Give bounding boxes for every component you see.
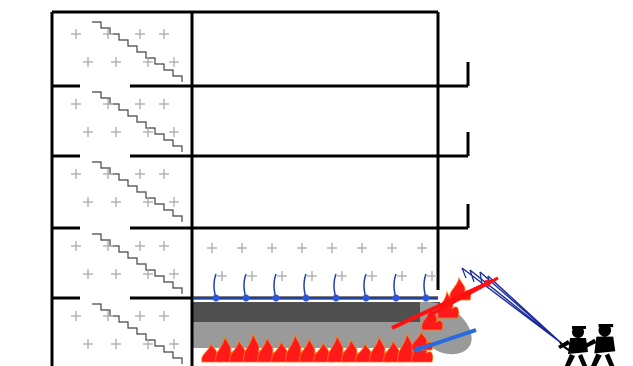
sprinkler-drop (303, 273, 307, 299)
plus-mark (71, 29, 81, 39)
plus-mark (103, 311, 113, 321)
sprinkler-drop (363, 273, 367, 299)
sprinkler-system (193, 273, 438, 302)
plus-mark (159, 169, 169, 179)
plus-mark (397, 271, 407, 281)
plus-mark (103, 241, 113, 251)
plus-mark (111, 269, 121, 279)
plus-mark (237, 243, 247, 253)
plus-mark (111, 127, 121, 137)
stair-flight (92, 91, 183, 152)
sprinkler-head-icon (422, 294, 430, 302)
sprinkler-head-icon (392, 294, 400, 302)
plus-mark (427, 271, 437, 281)
hose-streams (461, 267, 561, 343)
plus-mark (169, 57, 179, 67)
plus-mark (387, 243, 397, 253)
plus-mark (103, 169, 113, 179)
firefighter-icon (583, 324, 616, 366)
plus-mark (71, 99, 81, 109)
stair-flight (92, 303, 183, 364)
plus-mark (207, 243, 217, 253)
sprinkler-head-icon (302, 294, 310, 302)
plus-mark (143, 57, 153, 67)
sprinkler-head-icon (362, 294, 370, 302)
flame-icon (421, 306, 444, 331)
plus-mark (327, 243, 337, 253)
plus-mark (297, 243, 307, 253)
plus-mark (83, 57, 93, 67)
spray-tip (461, 267, 467, 279)
plus-mark (307, 271, 317, 281)
plus-mark (277, 271, 287, 281)
plus-mark (247, 271, 257, 281)
sprinkler-head-icon (212, 294, 220, 302)
stair-flight (92, 21, 183, 82)
plus-mark (135, 311, 145, 321)
plus-marks (71, 29, 437, 349)
plus-mark (169, 127, 179, 137)
plus-mark (135, 169, 145, 179)
plus-mark (135, 99, 145, 109)
sprinkler-drop (243, 273, 247, 299)
sprinkler-head-icon (332, 294, 340, 302)
plus-mark (159, 29, 169, 39)
firefighters-with-hose-icon (558, 324, 616, 366)
stair-flight (92, 233, 183, 294)
stair-flight (92, 161, 183, 222)
plus-mark (103, 99, 113, 109)
plus-mark (159, 311, 169, 321)
smoke-dark-band (193, 302, 440, 322)
flow-arrows (391, 276, 499, 353)
fire (201, 276, 472, 363)
plus-mark (143, 127, 153, 137)
hose-line (559, 341, 587, 353)
plus-mark (217, 271, 227, 281)
plus-mark (169, 197, 179, 207)
plus-mark (83, 197, 93, 207)
sprinkler-head-icon (242, 294, 250, 302)
plus-mark (111, 339, 121, 349)
plus-mark (71, 241, 81, 251)
plus-mark (337, 271, 347, 281)
sprinkler-drop (393, 273, 397, 299)
plus-mark (111, 57, 121, 67)
stairwell (92, 21, 183, 364)
plus-mark (83, 127, 93, 137)
plus-mark (159, 99, 169, 109)
plus-mark (357, 243, 367, 253)
spray-tip (479, 271, 483, 285)
plus-mark (169, 269, 179, 279)
fresh-air-flow-arrow (412, 328, 477, 353)
plus-mark (143, 269, 153, 279)
plus-mark (135, 241, 145, 251)
plus-mark (71, 311, 81, 321)
plus-mark (143, 197, 153, 207)
plus-mark (83, 339, 93, 349)
plus-mark (159, 241, 169, 251)
hose-stream (469, 269, 561, 343)
plus-mark (111, 197, 121, 207)
spray-tip (469, 269, 475, 283)
plus-mark (417, 243, 427, 253)
hose-stream (487, 275, 561, 343)
plus-mark (103, 29, 113, 39)
sprinkler-drop (333, 273, 337, 299)
plus-mark (135, 29, 145, 39)
plus-mark (143, 339, 153, 349)
plus-mark (267, 243, 277, 253)
sprinkler-drop (273, 273, 277, 299)
hot-gas-flow-arrow-secondary (427, 276, 499, 318)
plus-mark (71, 169, 81, 179)
plus-mark (169, 339, 179, 349)
sprinkler-drop (423, 273, 427, 299)
plus-mark (83, 269, 93, 279)
sprinkler-head-icon (272, 294, 280, 302)
sprinkler-drop (213, 273, 217, 299)
plus-mark (367, 271, 377, 281)
